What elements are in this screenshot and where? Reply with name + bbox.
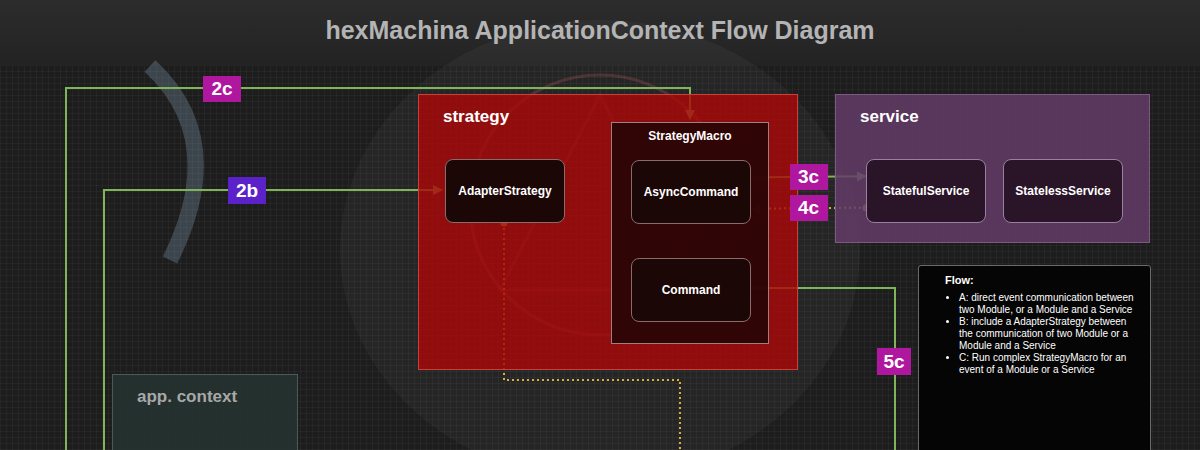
process-box: StatelessService: [1003, 159, 1123, 223]
process-box: AsyncCommand: [631, 160, 751, 224]
macro-box: StrategyMacroAsyncCommandCommand: [611, 122, 769, 344]
service-region: serviceStatefulService StatelessService: [835, 94, 1150, 243]
box-label: StatefulService: [883, 184, 970, 198]
strategy-region: strategyAdapterStrategy StrategyMacroAsyn…: [418, 94, 798, 370]
box-label: AdapterStrategy: [458, 184, 551, 198]
note-item: B: include a AdapterStrategy between the…: [959, 316, 1140, 352]
callout-number: 5c: [877, 348, 911, 375]
process-box: StatefulService: [866, 159, 986, 223]
process-box: AdapterStrategy: [445, 159, 565, 223]
region-heading: strategy: [443, 107, 509, 127]
note-list: A: direct event communication between tw…: [919, 292, 1150, 376]
process-box: Command: [631, 258, 751, 322]
region-heading: app. context: [137, 387, 237, 407]
backdrop-stroke: [150, 66, 196, 260]
context-region: app. context: [112, 374, 298, 450]
region-heading: service: [860, 107, 919, 127]
callout-number: 2c: [203, 76, 241, 102]
callout-number: 2b: [228, 177, 266, 204]
box-label: Command: [662, 283, 721, 297]
callout-number: 4c: [790, 195, 828, 221]
box-label: StatelessService: [1015, 184, 1110, 198]
callout-number: 3c: [790, 164, 828, 190]
note-item: A: direct event communication between tw…: [959, 292, 1140, 316]
macro-heading: StrategyMacro: [612, 129, 768, 143]
diagram-title: hexMachina ApplicationContext Flow Diagr…: [0, 16, 1200, 45]
box-label: AsyncCommand: [644, 185, 739, 199]
legend-note: Flow: A: direct event communication betwe…: [918, 265, 1151, 450]
backdrop-figure: [340, 20, 860, 450]
note-item: C: Run complex StrategyMacro for an even…: [959, 352, 1140, 376]
note-heading: Flow:: [945, 274, 1150, 286]
